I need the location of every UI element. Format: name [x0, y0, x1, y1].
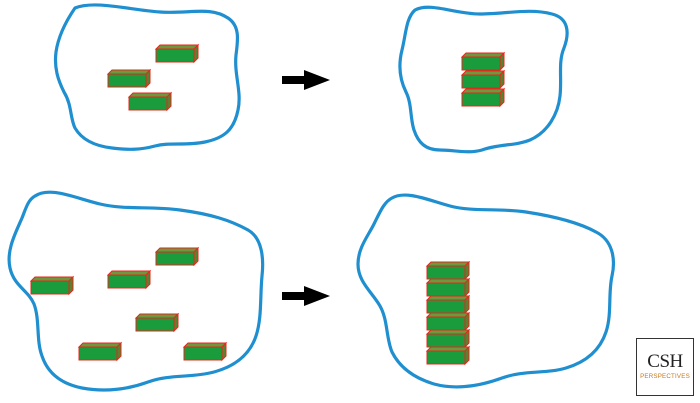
protein-block	[425, 311, 471, 332]
protein-block-top	[460, 70, 506, 76]
protein-block	[154, 43, 200, 64]
protein-block-front	[155, 48, 195, 63]
blocks-layer	[29, 43, 506, 366]
protein-block-front	[426, 282, 466, 297]
protein-block-top	[29, 276, 75, 282]
arrow-bottom-head	[304, 286, 330, 306]
protein-block-top	[425, 295, 471, 301]
protein-block	[460, 87, 506, 108]
panel-bottom-after	[356, 193, 616, 389]
protein-block-front	[426, 333, 466, 348]
protein-block	[106, 68, 152, 89]
panel-top-after	[398, 5, 569, 154]
protein-block-front	[426, 350, 466, 365]
protein-block-top	[460, 52, 506, 58]
protein-block-front	[135, 317, 175, 332]
protein-block	[425, 328, 471, 349]
protein-block	[425, 260, 471, 281]
protein-block	[460, 51, 506, 72]
protein-block-front	[183, 346, 223, 361]
protein-block-top	[425, 278, 471, 284]
protein-block-top	[425, 346, 471, 352]
protein-block-front	[426, 316, 466, 331]
protein-block	[425, 277, 471, 298]
protein-block-top	[182, 342, 228, 348]
protein-block-top	[134, 313, 180, 319]
protein-block-front	[426, 265, 466, 280]
logo-sub-text: PERSPECTIVES	[640, 373, 690, 380]
arrow-top	[282, 70, 330, 90]
protein-block-front	[30, 280, 70, 295]
logo-main-text: CSH	[647, 351, 683, 372]
arrow-bottom-shaft	[282, 292, 306, 300]
protein-block-front	[461, 74, 501, 89]
cell-outline	[53, 3, 241, 151]
protein-block	[460, 69, 506, 90]
cell-outline	[398, 5, 569, 154]
protein-block-front	[128, 96, 168, 111]
arrow-bottom	[282, 286, 330, 306]
protein-block-top	[425, 261, 471, 267]
protein-block	[425, 345, 471, 366]
protein-block-front	[426, 299, 466, 314]
protein-block-top	[106, 69, 152, 75]
protein-block	[127, 91, 173, 112]
protein-block-front	[461, 56, 501, 71]
protein-block	[106, 269, 152, 290]
panel-top-before	[53, 3, 241, 151]
protein-block-front	[461, 92, 501, 107]
protein-block	[182, 341, 228, 362]
protein-block-top	[154, 44, 200, 50]
protein-block	[29, 275, 75, 296]
arrow-top-head	[304, 70, 330, 90]
protein-block	[77, 341, 123, 362]
protein-block-top	[425, 312, 471, 318]
cell-outline	[356, 193, 616, 389]
cell-outline	[7, 190, 265, 392]
protein-block-top	[154, 247, 200, 253]
protein-block	[154, 246, 200, 267]
protein-block-front	[107, 274, 147, 289]
protein-block-front	[78, 346, 118, 361]
csh-perspectives-logo: CSH PERSPECTIVES	[636, 338, 694, 396]
protein-block-top	[106, 270, 152, 276]
protein-block	[134, 312, 180, 333]
protein-block-front	[107, 73, 147, 88]
protein-block-top	[127, 92, 173, 98]
protein-block-top	[460, 88, 506, 94]
panel-bottom-before	[7, 190, 265, 392]
protein-block-top	[77, 342, 123, 348]
protein-block-top	[425, 329, 471, 335]
arrow-top-shaft	[282, 76, 306, 84]
protein-block	[425, 294, 471, 315]
protein-block-front	[155, 251, 195, 266]
